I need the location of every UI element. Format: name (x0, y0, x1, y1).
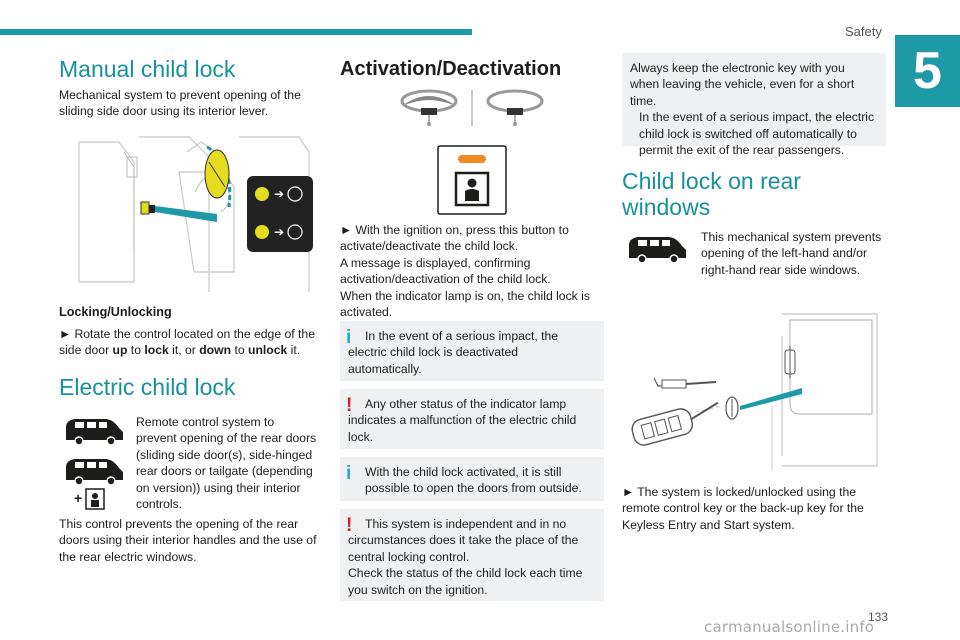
activation-para-2: A message is displayed, confirming activ… (340, 256, 551, 287)
watermark: carmanualsonline.info (704, 618, 875, 636)
activation-para-1: ► With the ignition on, press this butto… (340, 223, 569, 254)
rear-windows-para: ► The system is locked/unlocked using th… (622, 485, 864, 532)
separator-line (471, 90, 473, 126)
page-number: 133 (868, 610, 889, 624)
activation-title: Activation/Deactivation (340, 58, 562, 80)
warning-icon: ! (346, 395, 353, 416)
activation-para-3: When the indicator lamp is on, the child… (340, 289, 590, 320)
rear-window-key-illustration (631, 313, 878, 471)
key-note: Always keep the electronic key with you … (622, 53, 886, 157)
child-lock-plus-icon: + (74, 488, 105, 510)
info-icon: i (346, 327, 352, 348)
locking-unlocking-text: ► Rotate the control located on the edge… (59, 327, 315, 358)
van-icon (66, 419, 123, 446)
electric-child-lock-title: Electric child lock (59, 374, 236, 400)
info-note: i With the child lock activated, it is s… (340, 457, 604, 501)
rear-windows-title: Child lock on rear windows (622, 168, 801, 220)
van-icon (66, 459, 123, 486)
child-lock-button-icon (437, 145, 507, 215)
section-title: Safety (845, 24, 882, 39)
manual-child-lock-title: Manual child lock (59, 56, 236, 82)
info-note: i In the event of a serious impact, the … (340, 321, 604, 381)
warning-icon: ! (346, 515, 353, 536)
door-lever-illustration: ➔ ➔ (59, 132, 321, 297)
svg-text:+: + (74, 490, 82, 506)
chapter-tab: 5 (895, 35, 960, 107)
van-icon (629, 237, 686, 264)
electric-child-lock-desc: Remote control system to prevent opening… (136, 415, 317, 512)
warning-note: ! This system is independent and in no c… (340, 509, 604, 601)
svg-text:➔: ➔ (274, 225, 284, 239)
manual-child-lock-desc: Mechanical system to prevent opening of … (59, 88, 301, 119)
warning-note: ! Any other status of the indicator lamp… (340, 389, 604, 449)
electric-child-lock-para: This control prevents the opening of the… (59, 517, 317, 564)
steering-wheel-icon (486, 89, 544, 126)
steering-wheel-icon (400, 89, 458, 126)
header-accent-bar (0, 29, 472, 35)
locking-unlocking-heading: Locking/Unlocking (59, 305, 172, 319)
svg-text:➔: ➔ (274, 187, 284, 201)
rear-windows-desc: This mechanical system prevents opening … (701, 230, 882, 277)
info-icon: i (346, 463, 352, 484)
